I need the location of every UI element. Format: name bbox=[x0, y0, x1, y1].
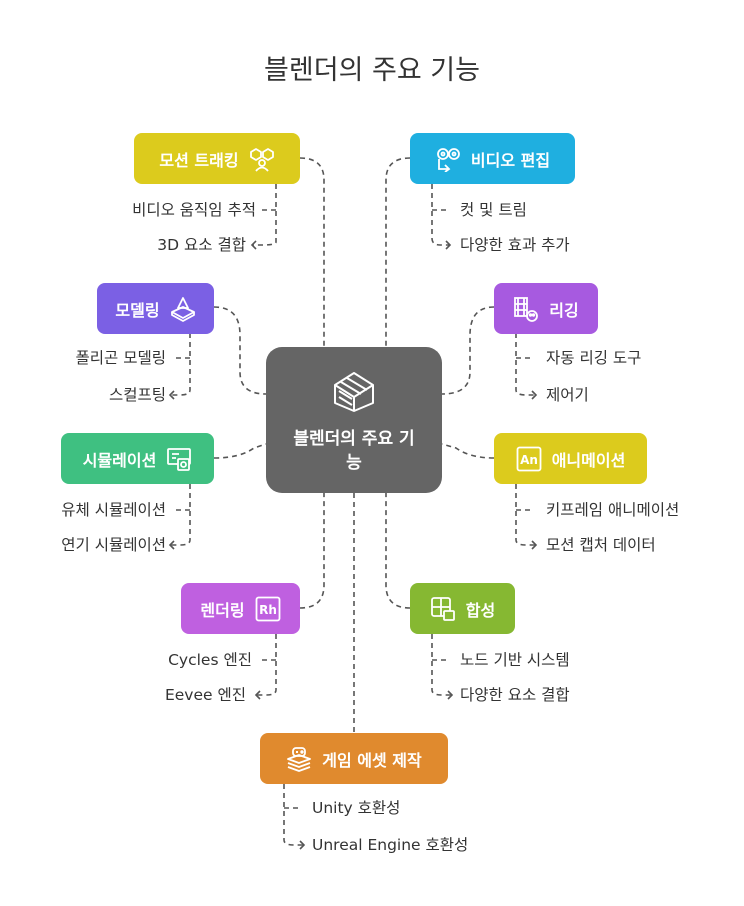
list-item: Unity 호환성 bbox=[312, 799, 401, 817]
list-item: 다양한 효과 추가 bbox=[460, 236, 570, 254]
list-item: 3D 요소 결합 bbox=[157, 236, 246, 254]
list-item: 폴리곤 모델링 bbox=[75, 349, 167, 367]
rendering-icon: Rh bbox=[255, 596, 280, 621]
node-label: 게임 에셋 제작 bbox=[322, 750, 422, 770]
node-motion-tracking[interactable]: 모션 트래킹 bbox=[134, 133, 300, 184]
list-item: 스컬프팅 bbox=[108, 386, 166, 404]
node-label: 모션 트래킹 bbox=[159, 150, 239, 170]
game-asset-icon bbox=[287, 746, 312, 772]
node-label: 시뮬레이션 bbox=[82, 450, 157, 470]
center-node: 블렌더의 주요 기능 bbox=[266, 347, 442, 493]
layers-cube-icon bbox=[334, 372, 374, 412]
node-label: 비디오 편집 bbox=[470, 150, 551, 170]
motion-tracking-icon bbox=[249, 147, 274, 172]
list-item: 연기 시뮬레이션 bbox=[61, 536, 166, 554]
list-item: 노드 기반 시스템 bbox=[460, 651, 570, 669]
video-edit-icon bbox=[437, 147, 460, 172]
list-item: Unreal Engine 호환성 bbox=[312, 836, 469, 854]
center-label: 블렌더의 주요 기능 bbox=[293, 429, 415, 473]
node-game-asset[interactable]: 게임 에셋 제작 bbox=[260, 733, 448, 784]
rigging-icon bbox=[514, 296, 539, 322]
list-item: Eevee 엔진 bbox=[164, 686, 246, 704]
node-video-editing[interactable]: 비디오 편집 bbox=[410, 133, 575, 184]
node-modeling[interactable]: 모델링 bbox=[97, 283, 214, 334]
node-rigging[interactable]: 리깅 bbox=[494, 283, 598, 334]
list-item: 모션 캡처 데이터 bbox=[546, 536, 656, 554]
diagram-title: 블렌더의 주요 기능 bbox=[264, 55, 480, 86]
node-label: 합성 bbox=[465, 600, 496, 620]
node-label: 애니메이션 bbox=[551, 450, 626, 470]
node-compositing[interactable]: 합성 bbox=[410, 583, 515, 634]
modeling-icon bbox=[170, 296, 195, 322]
list-item: 컷 및 트림 bbox=[460, 201, 527, 219]
svg-text:Rh: Rh bbox=[259, 603, 277, 617]
node-label: 렌더링 bbox=[200, 600, 245, 620]
list-item: 키프레임 애니메이션 bbox=[546, 501, 680, 519]
list-item: 다양한 요소 결합 bbox=[460, 686, 570, 704]
svg-text:An: An bbox=[520, 453, 538, 467]
list-item: Cycles 엔진 bbox=[168, 651, 252, 669]
list-item: 비디오 움직임 추적 bbox=[132, 201, 256, 219]
list-item: 제어기 bbox=[546, 386, 589, 404]
list-item: 유체 시뮬레이션 bbox=[61, 501, 166, 519]
node-animation[interactable]: An 애니메이션 bbox=[494, 433, 647, 484]
node-label: 리깅 bbox=[549, 300, 579, 320]
node-rendering[interactable]: 렌더링 Rh bbox=[181, 583, 300, 634]
node-simulation[interactable]: 시뮬레이션 bbox=[61, 433, 214, 484]
simulation-icon bbox=[167, 447, 192, 471]
animation-icon: An bbox=[516, 446, 542, 471]
list-item: 자동 리깅 도구 bbox=[546, 349, 642, 367]
compositing-icon bbox=[430, 596, 455, 621]
node-label: 모델링 bbox=[115, 300, 160, 320]
